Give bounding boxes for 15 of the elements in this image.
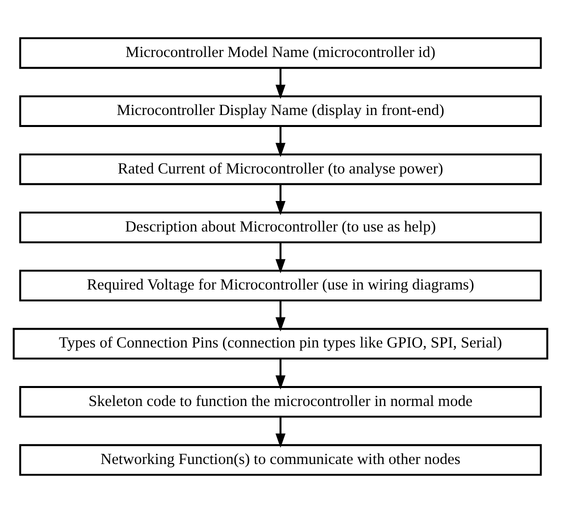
arrow <box>276 126 286 158</box>
arrow <box>276 184 286 216</box>
node-box: Types of Connection Pins (connection pin types like GPIO, SPI, Serial) <box>12 328 548 360</box>
node-box: Description about Microcontroller (to use as help) <box>19 212 542 244</box>
arrow <box>276 68 286 99</box>
arrow <box>276 359 286 390</box>
arrow <box>276 242 286 274</box>
node-box: Rated Current of Microcontroller (to analyse power) <box>19 153 542 186</box>
node-box: Microcontroller Model Name (microcontroller id) <box>19 37 542 69</box>
node-box: Networking Function(s) to communicate with other nodes <box>19 444 542 476</box>
arrow <box>276 300 286 332</box>
node-box: Microcontroller Display Name (display in front-end) <box>19 95 542 127</box>
node-box: Skeleton code to function the microcontroller in normal mode <box>19 386 542 418</box>
node-box: Required Voltage for Microcontroller (use in wiring diagrams) <box>19 270 542 302</box>
arrow <box>276 417 286 448</box>
